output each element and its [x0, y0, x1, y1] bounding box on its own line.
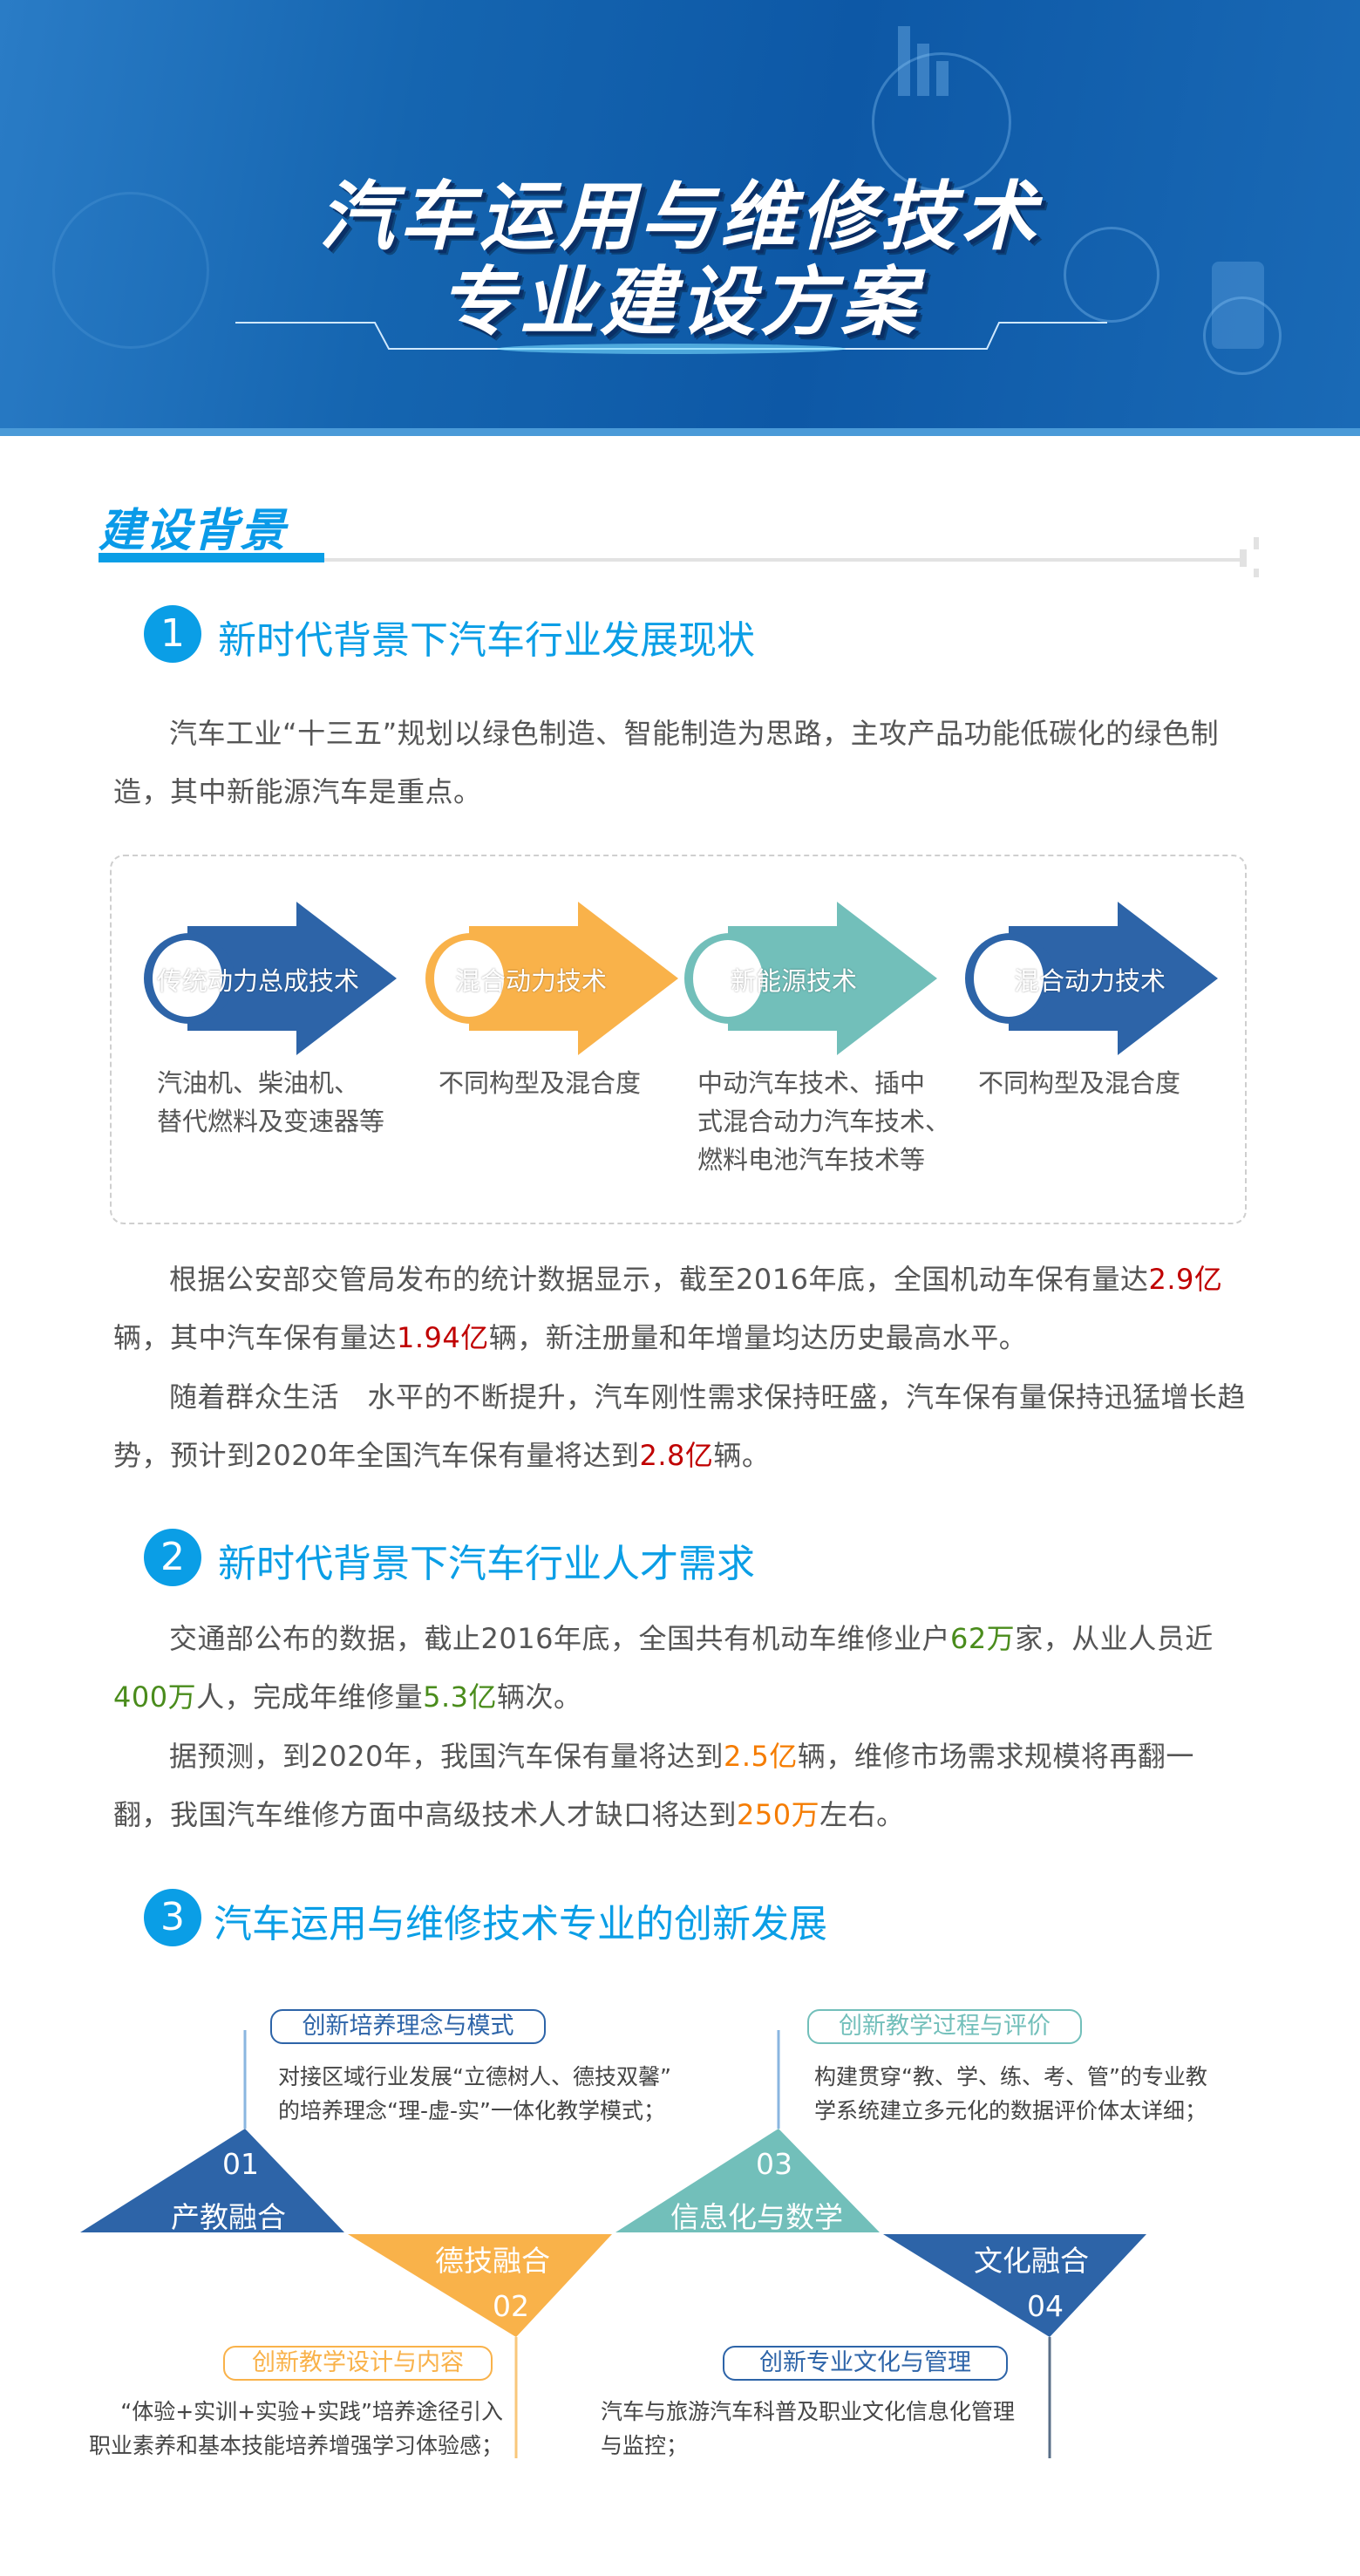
- arrow-shape: [684, 902, 937, 1055]
- banner-title-line1: 汽车运用与维修技术: [319, 174, 1041, 261]
- item-number: 04: [1027, 2289, 1064, 2323]
- tech-item-desc: 不同构型及混合度: [439, 1064, 641, 1102]
- gear-icon: [872, 52, 1011, 192]
- text: 辆。: [713, 1439, 771, 1472]
- item-tag: 创新专业文化与管理: [723, 2346, 1008, 2381]
- part2-para1: 交通部公布的数据，截止2016年底，全国共有机动车维修业户62万家，从业人员近 4…: [113, 1610, 1247, 1727]
- header-banner: 汽车运用与维修技术 专业建设方案: [0, 0, 1360, 436]
- text: 随着群众生活 水平的不断提升，汽车刚性需求保持旺盛，汽车保有量保持迅猛增长趋势，…: [113, 1380, 1247, 1472]
- section-heading: 建设背景: [99, 505, 288, 557]
- text: 交通部公布的数据，截止2016年底，全国共有机动车维修业户: [169, 1622, 950, 1655]
- triangle-03: [615, 2129, 880, 2232]
- divider-dot: [1254, 569, 1259, 577]
- desc-line: 替代燃料及变速器等: [157, 1107, 385, 1136]
- divider-dot: [1254, 537, 1259, 549]
- desc-line: 式混合动力汽车技术、: [697, 1107, 951, 1136]
- item-desc: 汽车与旅游汽车科普及职业文化信息化管理与监控；: [601, 2395, 1015, 2463]
- highlight-value: 250万: [737, 1798, 820, 1831]
- text: 左右。: [819, 1798, 905, 1831]
- part1-intro: 汽车工业“十三五”规划以绿色制造、智能制造为思路，主攻产品功能低碳化的绿色制造，…: [113, 717, 1220, 808]
- clock-icon: [1203, 296, 1282, 375]
- desc-line: 学系统建立多元化的数据评价体太详细；: [814, 2098, 1207, 2123]
- chart-bar-icon: [898, 26, 910, 96]
- item-desc: 构建贯穿“教、学、练、考、管”的专业教学系统建立多元化的数据评价体太详细；: [814, 2060, 1207, 2128]
- text: 根据公安部交管局发布的统计数据显示，截至2016年底，全国机动车保有量达: [169, 1263, 1149, 1296]
- part1-title: 新时代背景下汽车行业发展现状: [218, 618, 755, 663]
- tech-item-label: 混合动力技术: [455, 966, 608, 996]
- item-name: 德技融合: [435, 2244, 550, 2278]
- part3-number-badge: 3: [144, 1889, 201, 1946]
- text: 辆，维修市场需求规模将再翻一翻，我国汽车维修方面中高级技术人才缺口将达到: [113, 1740, 1194, 1831]
- tech-item-label: 混合动力技术: [1014, 966, 1166, 996]
- desc-line: 汽油机、柴油机、: [157, 1068, 360, 1098]
- part1-para2: 根据公安部交管局发布的统计数据显示，截至2016年底，全国机动车保有量达2.9亿…: [113, 1251, 1247, 1367]
- highlight-value: 1.94亿: [397, 1321, 489, 1354]
- highlight-value: 5.3亿: [423, 1680, 498, 1714]
- desc-line: 与监控；: [601, 2433, 689, 2458]
- desc-line: 职业素养和基本技能培养增强学习体验感；: [88, 2433, 503, 2458]
- tech-item-desc: 中动汽车技术、插中式混合动力汽车技术、燃料电池汽车技术等: [697, 1064, 950, 1179]
- highlight-value: 400万: [113, 1680, 197, 1714]
- item-name: 文化融合: [974, 2244, 1089, 2278]
- banner-bottom-strip: [0, 428, 1360, 436]
- desc-line: 的培养理念“理-虚-实”一体化教学模式；: [278, 2098, 665, 2123]
- desc-line: 中动汽车技术、插中: [697, 1068, 926, 1098]
- heading-underline: [99, 553, 324, 562]
- arrow-shape: [965, 902, 1218, 1055]
- text: 家，从业人员近: [1015, 1622, 1214, 1655]
- item-number: 03: [756, 2147, 792, 2181]
- item-number: 01: [222, 2147, 259, 2181]
- item-name: 产教融合: [171, 2200, 286, 2234]
- triangle-01: [80, 2129, 344, 2232]
- item-tag: 创新培养理念与模式: [270, 2009, 546, 2044]
- desc-line: 不同构型及混合度: [439, 1068, 642, 1098]
- divider-dot: [1240, 549, 1247, 567]
- part3-title: 汽车运用与维修技术专业的创新发展: [214, 1902, 827, 1946]
- tech-item-desc: 汽油机、柴油机、替代燃料及变速器等: [157, 1064, 384, 1141]
- desc-line: “体验+实训+实验+实践”培养途径引入: [120, 2399, 503, 2424]
- tech-item-label: 新能源技术: [731, 966, 858, 996]
- item-tag: 创新教学过程与评价: [807, 2009, 1082, 2044]
- title-underline-decoration: [235, 322, 1107, 354]
- part2-title: 新时代背景下汽车行业人才需求: [218, 1542, 755, 1586]
- chart-bar-icon: [917, 44, 929, 96]
- desc-line: 构建贯穿“教、学、练、考、管”的专业教: [814, 2064, 1207, 2089]
- part1-para3: 随着群众生活 水平的不断提升，汽车刚性需求保持旺盛，汽车保有量保持迅猛增长趋势，…: [113, 1368, 1247, 1485]
- triangle-04: [883, 2234, 1146, 2337]
- item-desc: “体验+实训+实验+实践”培养途径引入职业素养和基本技能培养增强学习体验感；: [89, 2395, 503, 2463]
- part2-number-badge: 2: [144, 1529, 201, 1586]
- part2-para2: 据预测，到2020年，我国汽车保有量将达到2.5亿辆，维修市场需求规模将再翻一翻…: [113, 1728, 1247, 1844]
- item-desc: 对接区域行业发展“立德树人、德技双馨” 的培养理念“理-虚-实”一体化教学模式；: [278, 2060, 671, 2128]
- desc-line: 不同构型及混合度: [978, 1068, 1181, 1098]
- text: 辆，新注册量和年增量均达历史最高水平。: [488, 1321, 1028, 1354]
- gear-icon: [1064, 227, 1159, 323]
- desc-line: 对接区域行业发展“立德树人、德技双馨”: [278, 2064, 671, 2089]
- item-name: 信息化与数学: [670, 2200, 843, 2234]
- text: 人，完成年维修量: [196, 1680, 424, 1714]
- chart-bar-icon: [936, 61, 949, 96]
- highlight-value: 2.5亿: [723, 1740, 798, 1773]
- text: 据预测，到2020年，我国汽车保有量将达到: [169, 1740, 724, 1773]
- arrow-shape: [425, 902, 678, 1055]
- highlight-value: 2.9亿: [1148, 1263, 1223, 1296]
- tech-item-desc: 不同构型及混合度: [978, 1064, 1180, 1102]
- item-number: 02: [493, 2289, 529, 2323]
- tech-routes-box: [110, 855, 1247, 1224]
- banner-title-line2: 专业建设方案: [439, 259, 921, 346]
- item-tag: 创新教学设计与内容: [223, 2346, 493, 2381]
- arrow-shape: [144, 902, 397, 1055]
- desc-line: 汽车与旅游汽车科普及职业文化信息化管理: [601, 2399, 1016, 2424]
- highlight-value: 62万: [949, 1622, 1016, 1655]
- text: 辆次。: [497, 1680, 582, 1714]
- lock-icon: [1212, 262, 1264, 349]
- gear-icon: [52, 192, 209, 349]
- highlight-value: 2.8亿: [639, 1439, 714, 1472]
- desc-line: 燃料电池汽车技术等: [697, 1145, 926, 1175]
- heading-divider: [324, 558, 1240, 562]
- tech-item-label: 传统动力总成技术: [157, 966, 360, 996]
- triangle-02: [348, 2234, 612, 2337]
- part1-number-badge: 1: [144, 605, 201, 663]
- text: 辆，其中汽车保有量达: [113, 1321, 398, 1354]
